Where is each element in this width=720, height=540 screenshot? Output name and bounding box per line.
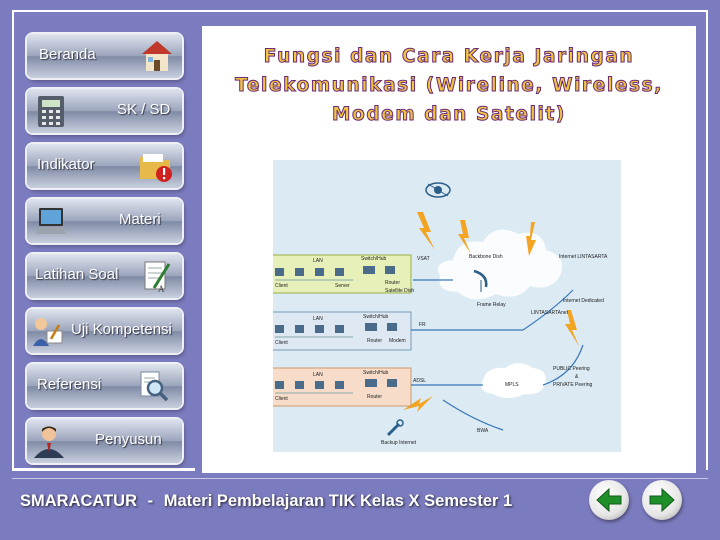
router-label-2: Router [367,338,382,344]
sidebar-item-penyusun[interactable]: Penyusun [27,419,182,463]
internet-lintasarta-label: Internet LINTASARTA [559,254,608,260]
client-label-2: Client [275,340,288,346]
network-diagram: VSAT Backbone Dish Satellite Dish Frame … [273,160,621,452]
internet-dedicated-label: Internet Dedicated [563,298,604,304]
pen-paper-icon: A [144,261,171,294]
sidebar-item-label: Latihan Soal [35,266,119,283]
connection-lines [411,279,584,431]
amp-label: & [575,374,579,380]
lan-label-3: LAN [313,372,323,378]
satellite-icon [425,182,451,198]
frame-bottom-line [12,478,708,479]
folder-alert-icon [140,154,172,182]
lan-label-2: LAN [313,316,323,322]
footer-separator: - [147,492,154,510]
lan-group-2 [273,311,412,351]
sidebar-item-label: Penyusun [95,431,162,448]
frame-left-line [12,10,14,470]
frame-top-line [12,10,708,12]
sidebar-item-beranda[interactable]: Beranda [27,34,182,78]
sidebar-item-materi[interactable]: Materi [27,199,182,243]
house-icon [142,41,172,71]
backup-internet-icon [386,419,404,437]
backup-internet-label: Backup Internet [381,440,417,446]
next-button[interactable] [642,480,682,520]
private-peering-label: PRIVATE Peering [553,382,592,388]
arrow-right-icon [649,487,675,513]
footer-subtitle: Materi Pembelajaran TIK Kelas X Semester… [163,492,513,510]
public-peering-label: PUBLIC Peering [553,366,590,372]
laptop-icon [36,208,66,234]
adsl-label: ADSL [413,378,426,384]
footer-caption: SMARACATUR - Materi Pembelajaran TIK Kel… [20,492,512,511]
businessman-icon [34,426,64,458]
sidebar-item-label: Uji Kompetensi [71,321,172,338]
sidebar-item-sk-sd[interactable]: SK / SD [27,89,182,133]
frame-relay-label: Frame Relay [477,302,506,308]
router-label-1: Router [385,280,400,286]
content-panel: Fungsi dan Cara Kerja Jaringan Telekomun… [202,26,696,473]
bwa-label: BWA [477,428,489,434]
modem-label: Modem [389,338,406,344]
sidebar-item-label: Indikator [37,156,95,173]
frame-right-line [706,10,708,470]
lintasarta-net-label: LINTASARTAnet [531,310,569,316]
previous-button[interactable] [589,480,629,520]
lan-label-1: LAN [313,258,323,264]
client-label-1: Client [275,283,288,289]
magnifier-document-icon [140,371,169,402]
lan-group-3 [273,367,412,407]
vsat-label: VSAT [417,256,430,262]
client-label-3: Client [275,396,288,402]
footer-brand: SMARACATUR [20,492,138,510]
page-title: Fungsi dan Cara Kerja Jaringan Telekomun… [235,46,663,126]
backbone-dish-icon [473,269,488,292]
mpls-cloud [481,363,546,398]
svg-text:A: A [158,284,165,294]
sidebar-item-indikator[interactable]: Indikator [27,144,182,188]
backbone-label: Backbone Dish [469,254,503,260]
calculator-icon [38,96,64,127]
sidebar-item-label: Beranda [39,46,96,63]
switch-hub-label-1: Switch/Hub [361,256,387,262]
switch-hub-label-2: Switch/Hub [363,314,389,320]
sidebar-item-label: SK / SD [117,101,171,118]
mpls-label: MPLS [505,382,519,388]
server-label: Server [335,283,350,289]
signal-bolts [403,212,579,412]
lan-group-1 [273,254,412,294]
sidebar-item-label: Referensi [37,376,102,393]
sidebar-item-latihan-soal[interactable]: Latihan Soal A [27,254,182,298]
sidebar-item-label: Materi [119,211,161,228]
satellite-dish-label: Satellite Dish [385,288,414,294]
router-label-3: Router [367,394,382,400]
sidebar-item-uji-kompetensi[interactable]: Uji Kompetensi [27,309,182,353]
fr-label: FR [419,322,426,328]
frame-bottom-line-left [12,468,195,471]
person-writing-icon [33,318,63,346]
switch-hub-label-3: Switch/Hub [363,370,389,376]
arrow-left-icon [596,487,622,513]
sidebar-item-referensi[interactable]: Referensi [27,364,182,408]
